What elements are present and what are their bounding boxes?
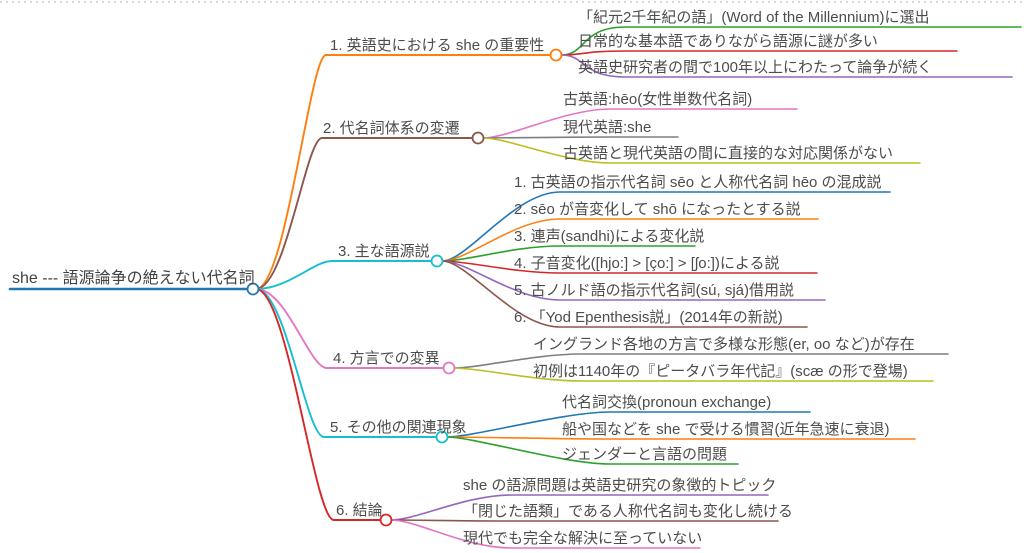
- branch-label-conclusion[interactable]: 6. 結論: [336, 502, 383, 519]
- toggle-circle-conclusion[interactable]: [379, 513, 393, 527]
- leaf-label-100-year-debate[interactable]: 英語史研究者の間で100年以上にわたって論争が続く: [578, 59, 933, 76]
- link-leaf-symbolic-topic: [390, 494, 769, 521]
- link-leaf-gender-language: [446, 436, 739, 465]
- leaf-label-seo-sound-change[interactable]: 2. sēo が音変化して shō になったとする説: [514, 201, 801, 218]
- link-leaf-closed-class-change: [390, 519, 779, 522]
- leaf-label-old-english-heo[interactable]: 古英語:hēo(女性単数代名詞): [563, 91, 753, 108]
- link-leaf-sandhi-theory: [441, 245, 696, 262]
- leaf-label-sandhi-theory[interactable]: 3. 連声(sandhi)による変化説: [514, 228, 705, 245]
- link-leaf-blend-theory: [441, 191, 891, 262]
- leaf-label-blend-theory[interactable]: 1. 古英語の指示代名詞 sēo と人称代名詞 hēo の混成説: [514, 174, 882, 191]
- toggle-circle-root[interactable]: [246, 282, 260, 296]
- link-leaf-ships-countries-she: [446, 436, 916, 440]
- link-leaf-modern-english-she: [482, 136, 679, 139]
- link-leaf-no-full-solution: [390, 519, 701, 549]
- leaf-label-no-direct-correspondence[interactable]: 古英語と現代英語の間に直接的な対応関係がない: [563, 145, 894, 162]
- link-leaf-no-direct-correspondence: [482, 137, 921, 164]
- toggle-circle-related-phenomena[interactable]: [435, 430, 449, 444]
- leaf-label-pronoun-exchange[interactable]: 代名詞交換(pronoun exchange): [562, 394, 772, 411]
- toggle-circle-pronoun-system[interactable]: [471, 131, 485, 145]
- branch-label-related-phenomena[interactable]: 5. その他の関連現象: [330, 419, 467, 436]
- link-branch-importance: [255, 54, 551, 290]
- link-branch-etymology-theories: [255, 260, 432, 290]
- link-leaf-england-dialect-forms: [453, 353, 949, 369]
- root-node-label[interactable]: she --- 語源論争の絶えない代名詞: [12, 270, 255, 287]
- link-leaf-yod-epenthesis: [441, 260, 808, 328]
- branch-label-etymology-theories[interactable]: 3. 主な語源説: [338, 243, 430, 260]
- link-branch-pronoun-system: [255, 137, 473, 290]
- leaf-label-modern-english-she[interactable]: 現代英語:she: [563, 119, 652, 136]
- branch-label-pronoun-system[interactable]: 2. 代名詞体系の変遷: [323, 120, 460, 137]
- leaf-label-millennium-word[interactable]: 「紀元2千年紀の語」(Word of the Millennium)に選出: [578, 9, 930, 26]
- link-leaf-old-english-heo: [482, 108, 798, 139]
- link-leaf-pronoun-exchange: [446, 411, 811, 438]
- leaf-label-old-norse-borrowing[interactable]: 5. 古ノルド語の指示代名詞(sú, sjá)借用説: [514, 282, 795, 299]
- link-leaf-seo-sound-change: [441, 218, 819, 262]
- link-branch-related-phenomena: [255, 288, 437, 438]
- leaf-label-symbolic-topic[interactable]: she の語源問題は英語史研究の象徴的トピック: [463, 477, 777, 494]
- leaf-label-england-dialect-forms[interactable]: イングランド各地の方言で多様な形態(er, oo など)が存在: [533, 336, 915, 353]
- leaf-label-basic-word-mystery[interactable]: 日常的な基本語でありながら語源に謎が多い: [578, 33, 878, 50]
- leaf-label-ships-countries-she[interactable]: 船や国などを she で受ける慣習(近年急速に衰退): [562, 421, 890, 438]
- leaf-label-peterborough-chronicle[interactable]: 初例は1140年の『ピータバラ年代記』(scæ の形で登場): [533, 363, 908, 380]
- link-branch-conclusion: [255, 288, 381, 521]
- leaf-label-consonant-change[interactable]: 4. 子音変化([hjo:] > [ço:] > [ʃo:])による説: [514, 255, 780, 272]
- link-branch-dialect-variation: [255, 288, 444, 369]
- leaf-label-closed-class-change[interactable]: 「閉じた語類」である人称代名詞も変化し続ける: [463, 503, 793, 520]
- toggle-circle-etymology-theories[interactable]: [430, 254, 444, 268]
- leaf-label-yod-epenthesis[interactable]: 6. 「Yod Epenthesis説」(2014年の新説): [514, 309, 783, 326]
- link-leaf-millennium-word: [560, 26, 1022, 56]
- link-leaf-basic-word-mystery: [560, 50, 958, 56]
- link-leaf-100-year-debate: [560, 54, 1013, 78]
- branch-label-dialect-variation[interactable]: 4. 方言での変異: [333, 350, 440, 367]
- link-leaf-old-norse-borrowing: [441, 260, 826, 301]
- toggle-circle-dialect-variation[interactable]: [442, 361, 456, 375]
- link-leaf-consonant-change: [441, 260, 818, 274]
- link-leaf-peterborough-chronicle: [453, 367, 934, 382]
- toggle-circle-importance[interactable]: [549, 48, 563, 62]
- branch-label-importance[interactable]: 1. 英語史における she の重要性: [330, 37, 545, 54]
- leaf-label-gender-language[interactable]: ジェンダーと言語の問題: [562, 446, 728, 463]
- leaf-label-no-full-solution[interactable]: 現代でも完全な解決に至っていない: [463, 530, 703, 547]
